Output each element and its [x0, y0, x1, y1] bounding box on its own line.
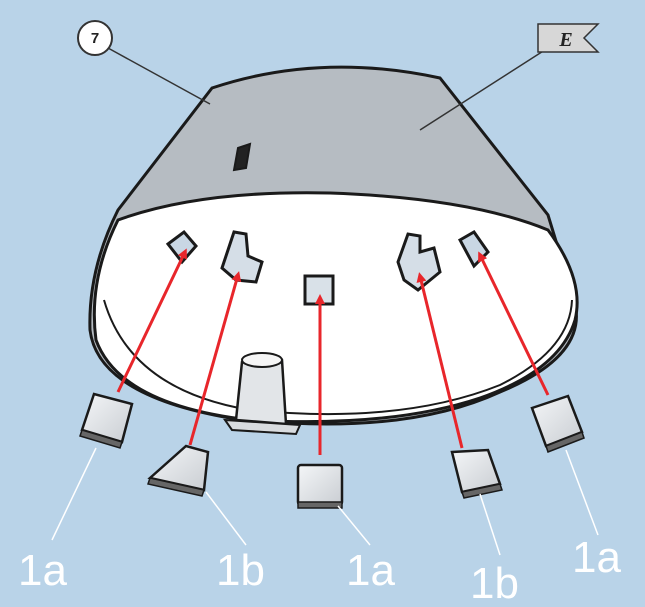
- part-1b-left: [147, 444, 210, 497]
- arrow-to-socket-2: [188, 271, 242, 446]
- part-label-1a-left: 1a: [18, 546, 67, 595]
- part-1b-right: [450, 448, 503, 499]
- arrow-to-socket-4: [416, 272, 464, 449]
- part-1a-left: [79, 392, 134, 449]
- part-label-1a-right: 1a: [572, 533, 621, 582]
- center-tube-base: [222, 418, 302, 436]
- part-label-1b-left: 1b: [216, 546, 265, 595]
- socket-1b-right: [396, 232, 442, 292]
- flag-leader: [419, 47, 549, 131]
- part-label-1a-center: 1a: [346, 546, 395, 595]
- center-tube-top: [241, 352, 283, 368]
- part-label-1b-right: 1b: [470, 559, 519, 607]
- shade-slot: [232, 142, 252, 172]
- shade-rim-inner: [103, 299, 573, 416]
- flag-letter: E: [558, 29, 572, 51]
- socket-1a-left: [165, 229, 198, 265]
- flag-icon: [537, 23, 600, 53]
- part-1a-center: [296, 463, 344, 509]
- shade-inner-opening: [92, 191, 579, 424]
- callout-7-number: 7: [91, 30, 99, 47]
- label-leaders: [51, 447, 599, 556]
- part-1a-right: [530, 394, 585, 453]
- assembly-arrows: [116, 248, 550, 455]
- arrow-to-socket-1: [116, 248, 187, 393]
- callout-7-leader: [107, 47, 211, 105]
- callout-7-circle: [77, 20, 113, 56]
- arrow-to-socket-5: [478, 251, 550, 396]
